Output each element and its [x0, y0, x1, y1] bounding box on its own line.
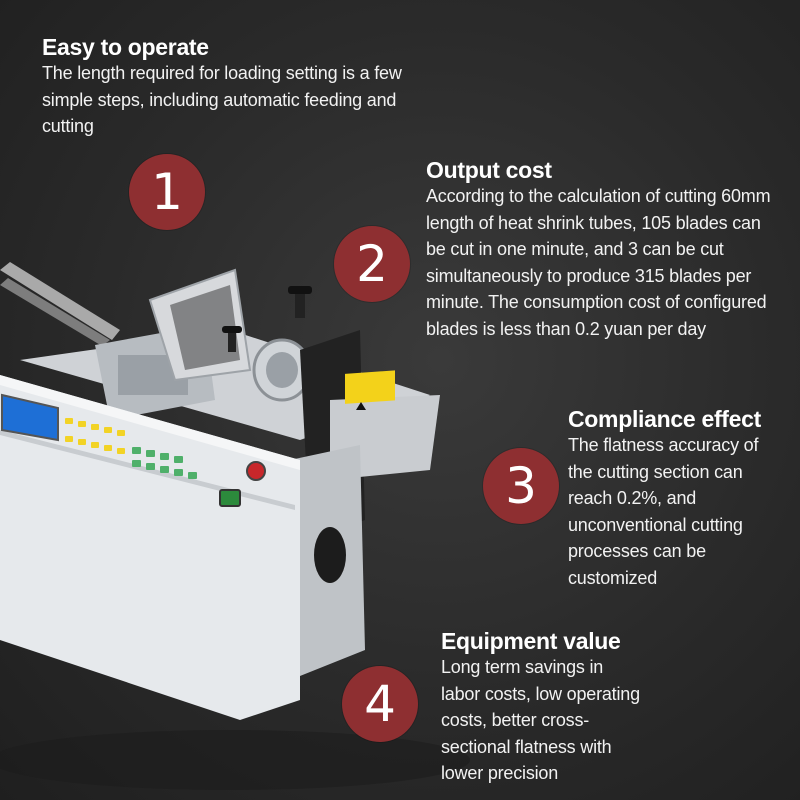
feature-2-title: Output cost [426, 157, 552, 183]
feature-4-title: Equipment value [441, 628, 621, 654]
feature-1: Easy to operate The length required for … [42, 34, 422, 140]
feature-4-text: Long term savings in labor costs, low op… [441, 657, 640, 783]
feature-4-number-badge: 4 [342, 666, 418, 742]
feature-2: Output cost According to the calculation… [426, 157, 786, 342]
feature-3-number-badge: 3 [483, 448, 559, 524]
feature-3: Compliance effect The flatness accuracy … [568, 406, 793, 591]
feature-4: Equipment value Long term savings in lab… [441, 628, 651, 787]
feature-3-text: The flatness accuracy of the cutting sec… [568, 435, 759, 588]
feature-1-title: Easy to operate [42, 34, 209, 60]
feature-3-title: Compliance effect [568, 406, 762, 432]
feature-2-text: According to the calculation of cutting … [426, 186, 771, 339]
feature-1-text: The length required for loading setting … [42, 63, 402, 136]
feature-2-number-badge: 2 [334, 226, 410, 302]
feature-1-number-badge: 1 [129, 154, 205, 230]
